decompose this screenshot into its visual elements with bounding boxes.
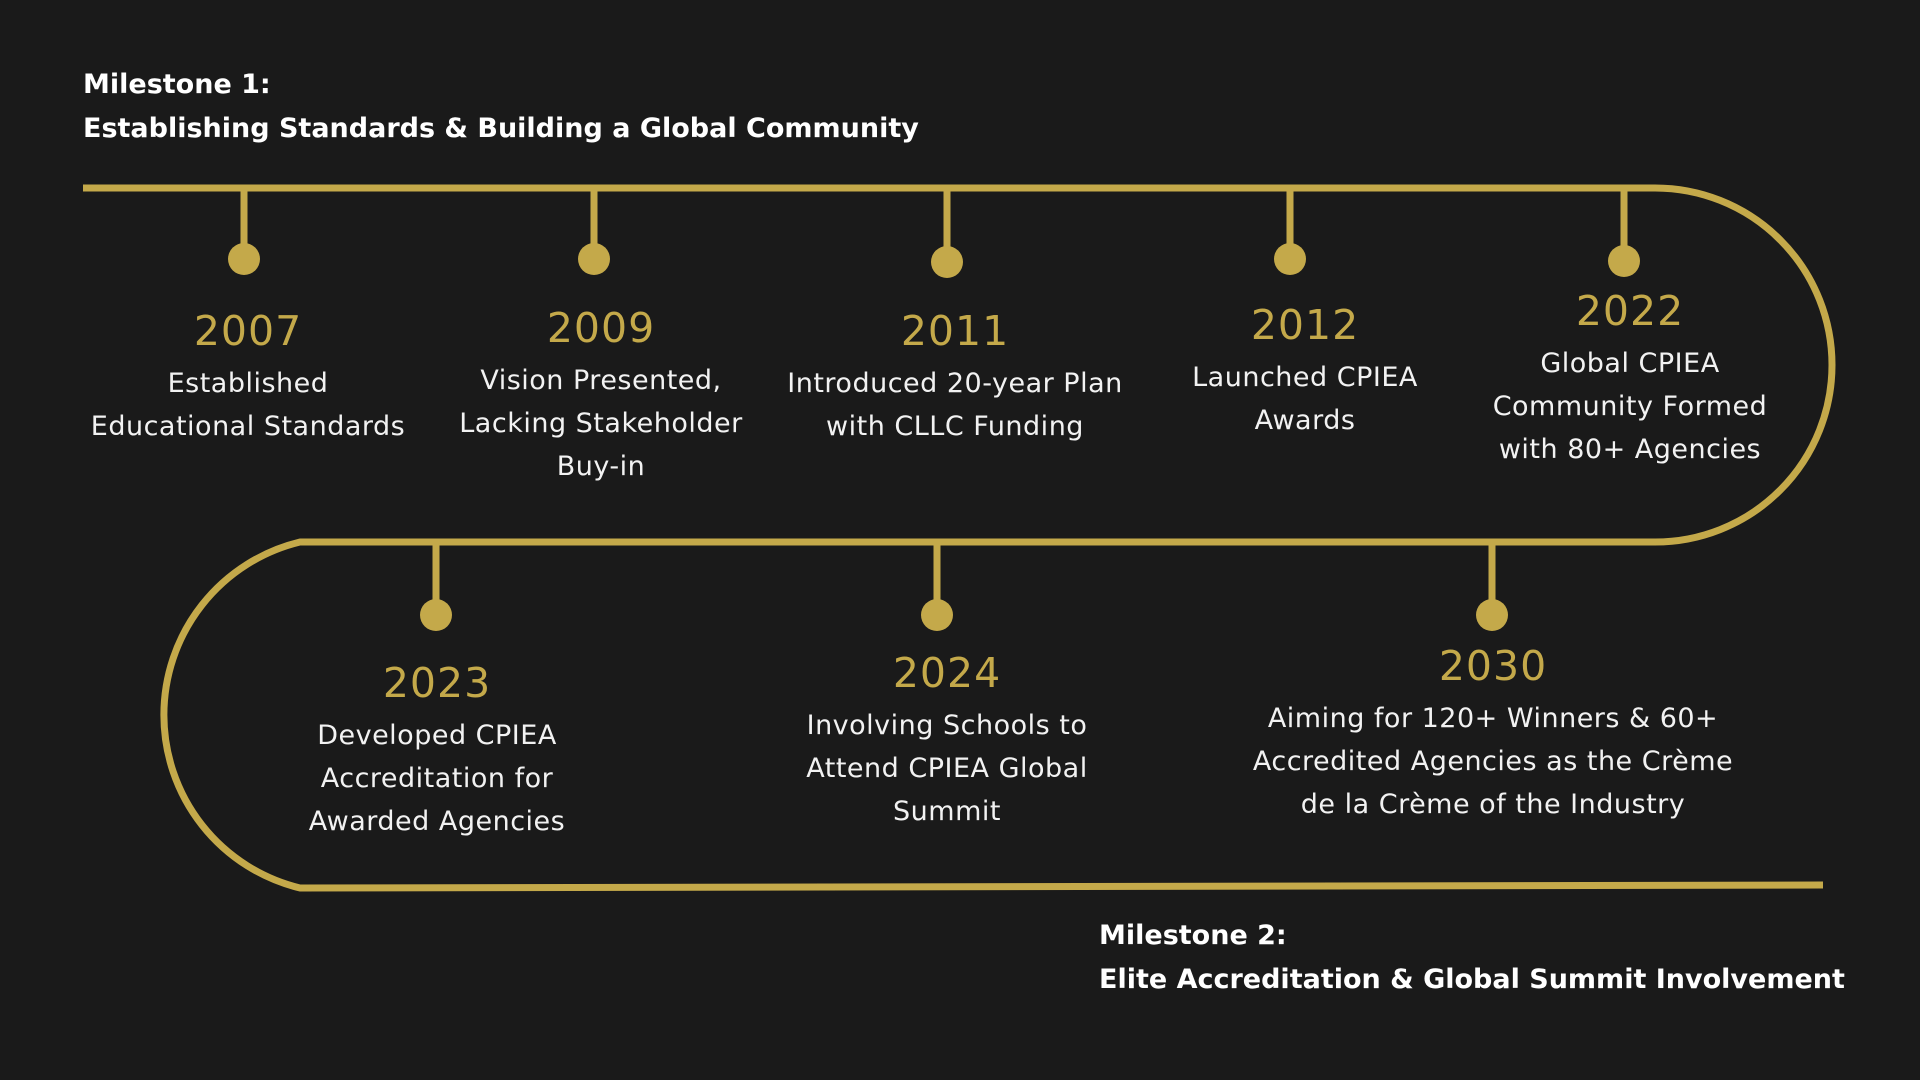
milestone-2-heading: Milestone 2: Elite Accreditation & Globa…: [1099, 914, 1845, 1002]
milestone-2-label: Milestone 2:: [1099, 920, 1287, 951]
event-description: Aiming for 120+ Winners & 60+ Accredited…: [1252, 703, 1734, 820]
marker-2007: [228, 188, 260, 275]
event-year: 2012: [1250, 301, 1360, 349]
event-2023: 2023 Developed CPIEA Accreditation for A…: [227, 658, 647, 843]
event-year: 2024: [892, 649, 1002, 697]
event-description: Introduced 20-year Plan with CLLC Fundin…: [787, 368, 1123, 442]
event-description: Global CPIEA Community Formed with 80+ A…: [1492, 348, 1768, 465]
milestone-1-heading: Milestone 1: Establishing Standards & Bu…: [83, 63, 919, 151]
event-description: Launched CPIEA Awards: [1192, 362, 1418, 436]
marker-2023: [420, 542, 452, 631]
event-2012: 2012 Launched CPIEA Awards: [1095, 300, 1515, 442]
event-description: Vision Presented, Lacking Stakeholder Bu…: [459, 365, 743, 482]
event-year: 2011: [900, 307, 1010, 355]
event-description: Developed CPIEA Accreditation for Awarde…: [308, 720, 566, 837]
timeline-path: [83, 184, 1836, 892]
event-year: 2030: [1438, 642, 1548, 690]
milestone-2-title: Elite Accreditation & Global Summit Invo…: [1099, 964, 1845, 995]
milestone-1-title: Establishing Standards & Building a Glob…: [83, 113, 919, 144]
marker-2022: [1608, 188, 1640, 277]
event-year: 2009: [546, 304, 656, 352]
event-2007: 2007 Established Educational Standards: [38, 306, 458, 448]
marker-2030: [1476, 542, 1508, 631]
event-2011: 2011 Introduced 20-year Plan with CLLC F…: [745, 306, 1165, 448]
marker-2011: [931, 188, 963, 278]
event-2030: 2030 Aiming for 120+ Winners & 60+ Accre…: [1233, 641, 1753, 826]
event-year: 2007: [193, 307, 303, 355]
marker-2012: [1274, 188, 1306, 275]
event-year: 2022: [1575, 287, 1685, 335]
event-2022: 2022 Global CPIEA Community Formed with …: [1420, 286, 1840, 471]
milestone-1-label: Milestone 1:: [83, 69, 271, 100]
event-2024: 2024 Involving Schools to Attend CPIEA G…: [737, 648, 1157, 833]
event-2009: 2009 Vision Presented, Lacking Stakehold…: [391, 303, 811, 488]
event-year: 2023: [382, 659, 492, 707]
event-description: Involving Schools to Attend CPIEA Global…: [806, 710, 1088, 827]
marker-2009: [578, 188, 610, 275]
event-description: Established Educational Standards: [90, 368, 406, 442]
marker-2024: [921, 542, 953, 631]
